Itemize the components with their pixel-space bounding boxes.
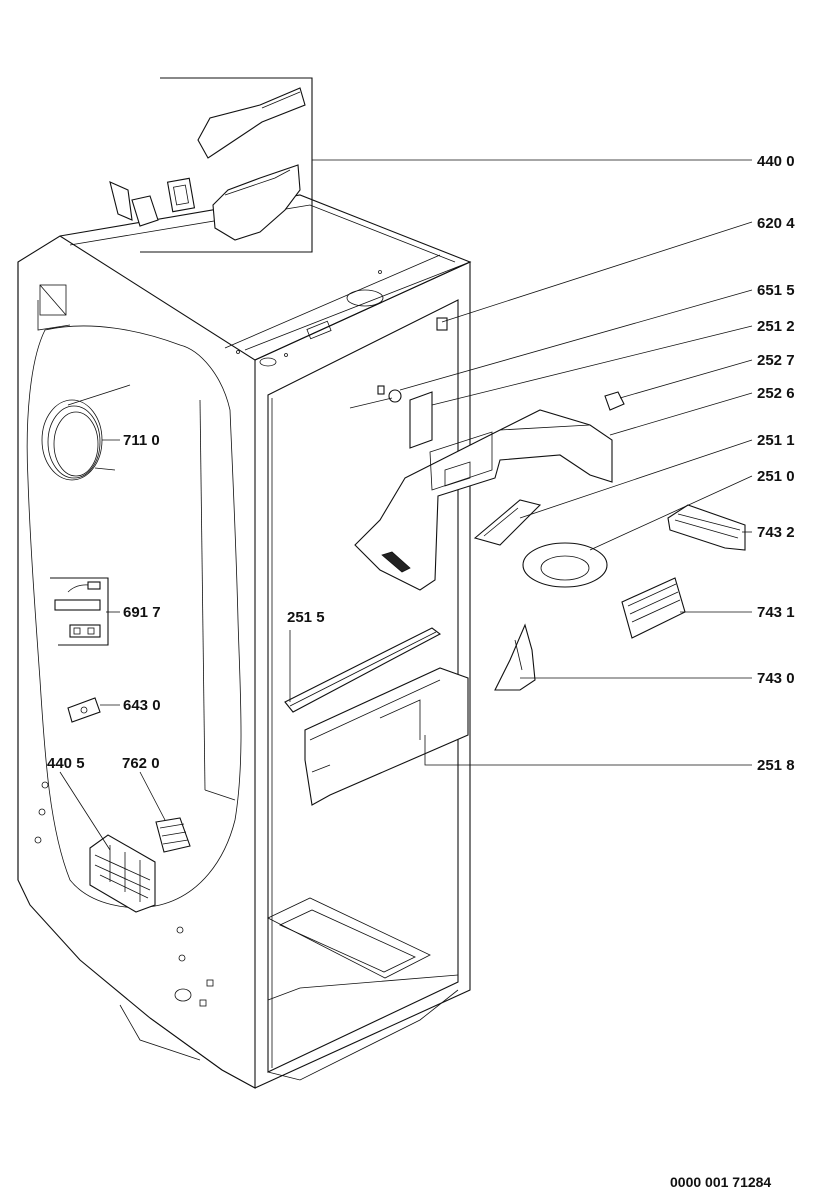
- part-643-0: [67, 697, 101, 723]
- label-743-1: 743 1: [757, 604, 795, 621]
- part-440-0-inset: [109, 77, 313, 253]
- label-251-8: 251 8: [757, 757, 795, 774]
- part-252-6-251-1-duct: [354, 409, 613, 591]
- part-251-0: [522, 542, 608, 588]
- label-643-0: 643 0: [123, 697, 161, 714]
- part-labels: 440 0 620 4 651 5 251 2 252 7 252 6 251 …: [47, 153, 795, 1190]
- label-651-5: 651 5: [757, 282, 795, 299]
- label-440-5: 440 5: [47, 755, 85, 772]
- part-691-7: [50, 577, 109, 646]
- part-252-7: [604, 391, 625, 411]
- label-251-5: 251 5: [287, 609, 325, 626]
- part-651-5: [349, 385, 402, 409]
- label-743-0: 743 0: [757, 670, 795, 687]
- part-440-5: [89, 834, 156, 913]
- label-252-6: 252 6: [757, 385, 795, 402]
- part-251-1: [473, 499, 542, 546]
- label-440-0: 440 0: [757, 153, 795, 170]
- part-762-0: [155, 817, 191, 853]
- part-743-2: [667, 504, 746, 551]
- label-251-1: 251 1: [757, 432, 795, 449]
- label-711-0: 711 0: [123, 432, 160, 449]
- label-762-0: 762 0: [122, 755, 160, 772]
- refrigerator-cabinet: [17, 194, 472, 1089]
- label-252-7: 252 7: [757, 352, 795, 369]
- part-251-2: [409, 391, 433, 449]
- label-251-0: 251 0: [757, 468, 795, 485]
- part-251-5-rail: [284, 627, 442, 713]
- part-620-4: [436, 317, 448, 331]
- part-743-1: [621, 577, 686, 639]
- part-743-0: [494, 623, 536, 691]
- label-691-7: 691 7: [123, 604, 161, 621]
- label-743-2: 743 2: [757, 524, 795, 541]
- leader-lines: [59, 159, 753, 851]
- part-251-8-panel: [304, 667, 469, 806]
- label-620-4: 620 4: [757, 215, 795, 232]
- part-711-0-coil: [41, 384, 131, 481]
- label-251-2: 251 2: [757, 318, 795, 335]
- reference-code: 0000 001 71284: [670, 1174, 771, 1190]
